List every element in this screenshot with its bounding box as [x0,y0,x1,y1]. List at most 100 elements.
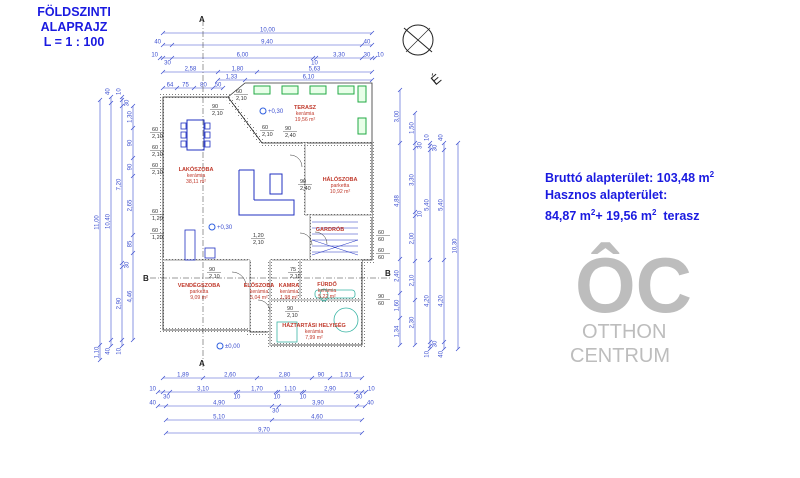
dimension-tick [119,264,125,270]
dimension-label: 40 [149,401,156,407]
dimension-tick [273,389,279,395]
dimension-label: 10 [311,61,318,67]
gross-area: Bruttó alapterület: 103,48 m2 [545,166,714,187]
stove [204,247,216,259]
room-floor: kerámia [250,289,269,295]
plant-box [357,117,367,135]
dimension-label: 30 [433,144,439,151]
dimension-label: 10,40 [106,213,112,229]
dimension-tick [359,42,365,48]
room-area: 10,92 m² [330,189,351,195]
dimension-tick [160,42,166,48]
dimension-tick [130,337,136,343]
dimension-tick [254,375,260,381]
dimension-label: 30 [364,53,371,59]
dimension-tick [130,250,136,256]
dimension-tick [169,55,175,61]
dimension-tick [310,55,316,61]
dimension-tick [313,55,319,61]
room-name: GARDRÓB [316,225,344,233]
dimension-label: 40 [154,40,161,46]
dimension-label: 2,58 [185,67,197,73]
opening-height: 2,10 [209,274,220,280]
dimension-label: 5,40 [439,199,445,211]
opening-width: 60 [152,145,158,151]
dimension-tick [160,30,166,36]
section-mark: A [199,15,205,24]
dimension-label: 4,46 [128,290,134,302]
dimension-tick [97,342,103,348]
room-floor: kerámia [187,173,206,179]
room-name: KAMRA [279,283,299,289]
dimension-label: 90 [128,163,134,170]
dimension-tick [412,342,418,348]
dimension-tick [210,85,216,91]
opening-height: 2,10 [152,170,163,176]
dimension-tick [119,97,125,103]
dimension-label: 2,30 [410,316,416,328]
dimension-label: 1,60 [395,299,401,311]
dimension-tick [97,357,103,363]
dimension-label: 1,51 [340,373,352,379]
dimension-label: 30 [356,395,363,401]
dimension-label: 3,10 [197,387,209,393]
dimension-tick [108,94,114,100]
room-label-8: GARDRÓB [316,225,344,233]
dimension-tick [220,85,226,91]
dimension-tick [363,389,369,395]
scale-label: L = 1 : 100 [43,35,105,49]
dimension-label: 6,10 [303,75,315,81]
dimension-tick [427,147,433,153]
dimension-label: 1,33 [226,75,238,81]
opening-width: 60 [152,228,158,234]
dimension-label: 75 [182,83,189,89]
dimension-label: 3,30 [410,174,416,186]
opening-width: 60 [378,230,384,236]
opening-width: 1,20 [253,233,264,239]
dimension-tick [397,315,403,321]
opening-height: 2,10 [152,134,163,140]
dimension-tick [412,110,418,116]
stair-cross [311,239,359,256]
room-name: LAKÓSZOBA [179,165,214,173]
outer-wall-outline [162,96,373,346]
dimension-label: 10 [425,134,431,141]
sofa [238,169,295,216]
opening-width: 90 [212,104,218,110]
dimension-label: 10 [377,53,384,59]
dimension-label: 1,10 [95,346,101,358]
watermark-logo: ÔC [575,241,692,329]
dimension-tick [412,209,418,215]
dimension-tick [160,85,166,91]
room-area: 1,98 m² [280,295,298,301]
dimension-label: 1,70 [251,387,263,393]
dimension-tick [215,77,221,83]
dimension-tick [174,85,180,91]
dimension-tick [108,337,114,343]
opening-height: 2,10 [212,111,223,117]
section-mark: A [199,359,205,368]
room-name: HÁLÓSZOBA [323,175,358,183]
opening-height: 2,40 [300,186,311,192]
dimension-label: 2,90 [324,387,336,393]
dimension-label: 1,30 [128,111,134,123]
dimension-tick [299,389,305,395]
compass-needle [405,27,431,53]
opening-height: 2,10 [236,96,247,102]
dimension-tick [108,100,114,106]
opening-width: 75 [290,267,296,273]
dimension-label: 40 [106,347,112,354]
dimension-label: 3,00 [395,110,401,122]
dimension-label: 90 [318,373,325,379]
opening-height: 1,20 [152,235,163,241]
plant-box [253,85,271,95]
opening-width: 90 [378,294,384,300]
dimension-tick [155,403,161,409]
dimension-tick [359,55,365,61]
dimension-label: 85 [128,240,134,247]
